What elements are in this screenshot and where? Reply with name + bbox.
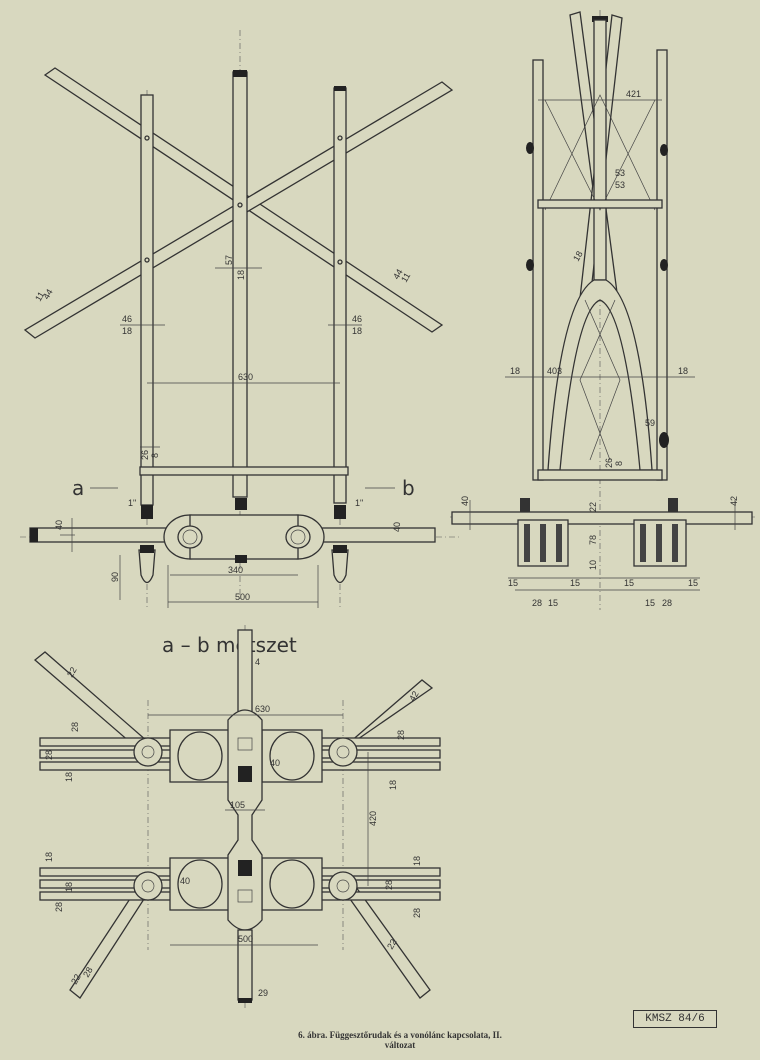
caption-line-2: változat bbox=[384, 1040, 416, 1050]
dim-28-left-b: 28 bbox=[44, 750, 54, 760]
dim-28-b: 28 bbox=[662, 598, 672, 608]
dim-40-right: 40 bbox=[392, 522, 402, 532]
section-title: a – b metszet bbox=[162, 633, 297, 657]
dim-46-right: 46 bbox=[352, 314, 362, 324]
dim-18-left-c: 18 bbox=[64, 882, 74, 892]
dim-500-bottom: 500 bbox=[238, 934, 253, 944]
dim-105: 105 bbox=[230, 800, 245, 810]
dim-500: 500 bbox=[235, 592, 250, 602]
dim-44-right: 44 bbox=[391, 267, 405, 281]
dim-1inch-left: 1" bbox=[128, 498, 136, 508]
dim-15-c: 15 bbox=[570, 578, 580, 588]
figure-caption: 6. ábra. Függesztőrudak és a vonólánc ka… bbox=[160, 1030, 640, 1050]
chain-link-plate bbox=[29, 514, 436, 563]
dim-22-bottomright: 22 bbox=[385, 937, 399, 951]
dim-57: 57 bbox=[224, 255, 234, 265]
dim-340: 340 bbox=[228, 565, 243, 575]
dim-28-left-a: 28 bbox=[70, 722, 80, 732]
dim-22-topleft: 22 bbox=[65, 665, 79, 679]
dim-630: 630 bbox=[238, 372, 253, 382]
hanger-rod-left bbox=[140, 94, 154, 506]
dim-42-right-view: 42 bbox=[729, 496, 739, 506]
dim-15-d: 15 bbox=[624, 578, 634, 588]
dim-1inch-right: 1" bbox=[355, 498, 363, 508]
dim-78: 78 bbox=[588, 535, 598, 545]
dim-18-left-a: 18 bbox=[64, 772, 74, 782]
dim-28-a: 28 bbox=[532, 598, 542, 608]
dim-18-right-b: 18 bbox=[412, 856, 422, 866]
dim-8-right: 8 bbox=[614, 461, 624, 466]
dim-28-left-c: 28 bbox=[54, 902, 64, 912]
dim-403: 403 bbox=[547, 366, 562, 376]
caption-line-1: 6. ábra. Függesztőrudak és a vonólánc ka… bbox=[298, 1030, 502, 1040]
dim-26: 26 bbox=[140, 450, 150, 460]
dim-18-left-b: 18 bbox=[44, 852, 54, 862]
section-label-a: a bbox=[72, 476, 84, 500]
dim-15-e: 15 bbox=[645, 598, 655, 608]
dim-18-right: 18 bbox=[352, 326, 362, 336]
dim-18-right-a: 18 bbox=[388, 780, 398, 790]
dim-46-left: 46 bbox=[122, 314, 132, 324]
section-label-b: b bbox=[402, 476, 415, 500]
dim-15-f: 15 bbox=[688, 578, 698, 588]
dim-4: 4 bbox=[255, 657, 260, 667]
dim-11-left: 11 bbox=[33, 290, 46, 303]
dim-11-right: 11 bbox=[399, 271, 412, 284]
dim-59: 59 bbox=[645, 418, 655, 428]
dim-90: 90 bbox=[110, 572, 120, 582]
hanger-rod-center bbox=[232, 71, 248, 498]
dim-53-b: 53 bbox=[615, 180, 625, 190]
dim-28-right-c: 28 bbox=[412, 908, 422, 918]
dim-421: 421 bbox=[626, 89, 641, 99]
dim-18-left: 18 bbox=[510, 366, 520, 376]
dim-22: 22 bbox=[588, 502, 598, 512]
section-a-b-view: a – b metszet bbox=[33, 625, 441, 1010]
dim-29: 29 bbox=[258, 988, 268, 998]
dim-42-topright: 42 bbox=[407, 689, 421, 703]
dim-22-bottomleft-a: 22 bbox=[69, 972, 83, 986]
dim-630-bottom: 630 bbox=[255, 704, 270, 714]
top-left-elevation: a b 630 340 500 46 18 46 18 57 18 44 11 … bbox=[20, 30, 460, 610]
dim-28-bottomleft: 28 bbox=[81, 965, 95, 979]
dim-40-bottom-b: 40 bbox=[180, 876, 190, 886]
top-right-side-view: 421 53 53 18 403 18 59 26 8 40 42 22 78 … bbox=[450, 10, 755, 610]
dim-40-bottom: 40 bbox=[270, 758, 280, 768]
dim-15-a: 15 bbox=[508, 578, 518, 588]
dim-40-right-view: 40 bbox=[460, 496, 470, 506]
dim-18-diag: 18 bbox=[571, 249, 585, 263]
dim-10: 10 bbox=[588, 560, 598, 570]
dim-28-right-a: 28 bbox=[396, 730, 406, 740]
dim-18-left: 18 bbox=[122, 326, 132, 336]
dim-44-left: 44 bbox=[41, 287, 55, 301]
dim-8: 8 bbox=[150, 453, 160, 458]
dim-15-b: 15 bbox=[548, 598, 558, 608]
hanger-rod-right bbox=[333, 87, 347, 504]
dim-26-right: 26 bbox=[604, 458, 614, 468]
dim-28-right-b: 28 bbox=[384, 880, 394, 890]
dim-40-left: 40 bbox=[54, 520, 64, 530]
dim-53-a: 53 bbox=[615, 168, 625, 178]
dim-18-right: 18 bbox=[678, 366, 688, 376]
drawing-stamp: KMSZ 84/6 bbox=[633, 1010, 717, 1028]
dim-420: 420 bbox=[368, 811, 378, 826]
dim-18-center: 18 bbox=[236, 270, 246, 280]
